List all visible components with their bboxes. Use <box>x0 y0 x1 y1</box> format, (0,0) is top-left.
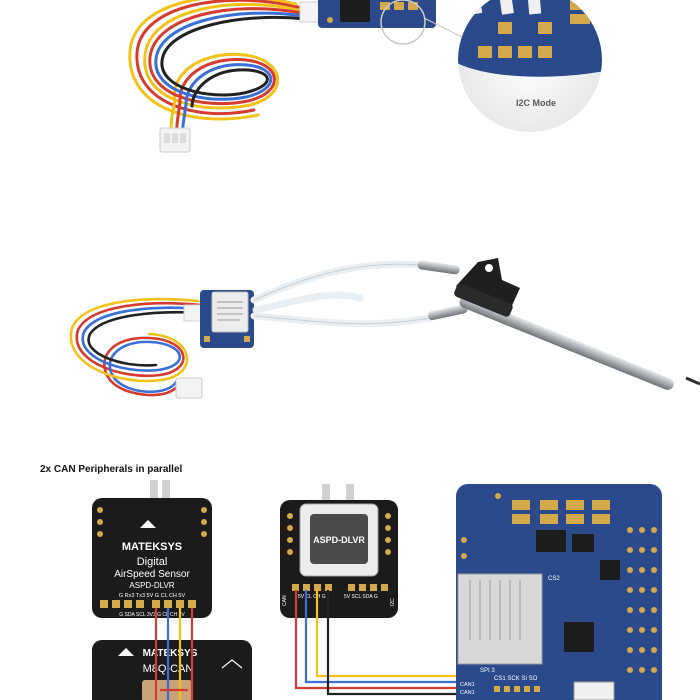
board4-brand: MATEKSYS <box>143 648 198 659</box>
board1-line1: Digital <box>137 556 168 568</box>
board3-label-pins: CS1 SCK SI SO <box>494 676 538 682</box>
board1-brand: MATEKSYS <box>122 541 182 553</box>
board3-label-spi: SPI 3 <box>480 668 495 674</box>
diagram-heading: 2x CAN Peripherals in parallel <box>40 464 183 475</box>
board2-pins-left: CAN <box>282 595 288 606</box>
coiled-wire-sensor <box>128 0 469 153</box>
aspd-dlvr-board-square: ASPD-DLVR CAN 5V CL CH G 5V SCL SDA G I2… <box>280 484 398 618</box>
zoom-callout: I2C Mode <box>458 0 602 132</box>
board2-pins-right2: I2C <box>390 598 396 606</box>
board1-pins-bottom: G SDA SCL 3V3 G CL CH 5V <box>119 612 185 618</box>
pitot-tube-sensor <box>69 258 700 399</box>
board2-pins-right: 5V SCL SDA G <box>344 594 378 600</box>
can-wiring-diagram: 2x CAN Peripherals in parallel MATEKSYS … <box>40 464 662 700</box>
board1-line3: ASPD-DLVR <box>129 581 174 590</box>
board3-label-sd: CS2 <box>548 576 560 582</box>
board3-label-can1: CAN1 <box>460 682 475 688</box>
board1-line2: AirSpeed Sensor <box>114 569 190 580</box>
flight-controller-board: CS2 SPI 3 CAN1 CAN1 CS1 SCK SI SO <box>456 484 662 700</box>
aspd-dlvr-board-black: MATEKSYS Digital AirSpeed Sensor ASPD-DL… <box>92 480 212 618</box>
sensor-pcb <box>318 0 436 28</box>
board3-label-can1b: CAN1 <box>460 690 475 696</box>
board2-chip: ASPD-DLVR <box>313 535 365 545</box>
board1-pins-top: G Rx3 Tx3 5V G CL CH 5V <box>119 593 186 599</box>
callout-label: I2C Mode <box>516 98 556 108</box>
board2-pins-left2: 5V CL CH G <box>298 594 326 600</box>
